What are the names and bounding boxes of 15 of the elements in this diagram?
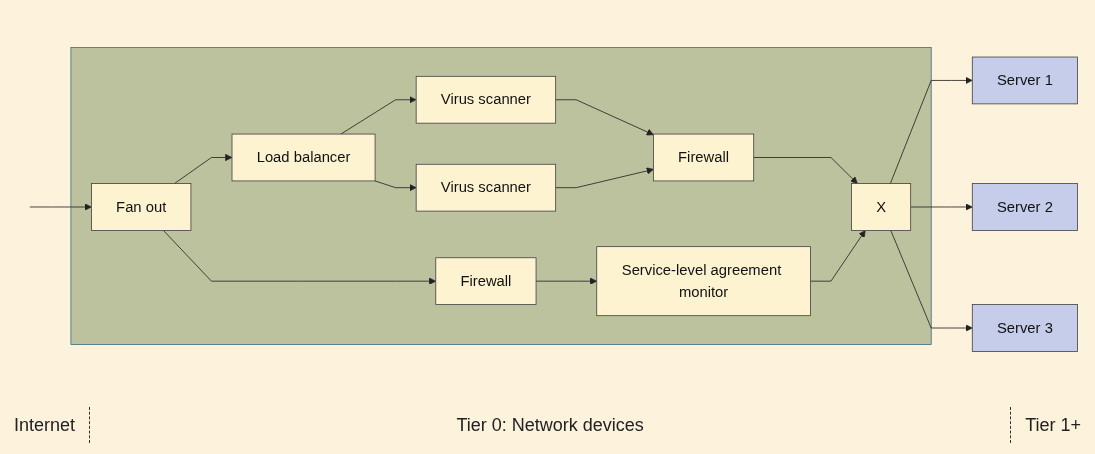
node-box: Server 2 — [971, 183, 1078, 231]
zone-label: Tier 0: Network devices — [455, 414, 645, 436]
node-box: Server 1 — [971, 56, 1078, 105]
node-box: X — [851, 183, 912, 231]
cluster — [70, 47, 932, 345]
node-box: Fan out — [91, 183, 192, 231]
node-box: Firewall — [653, 133, 755, 182]
node-box: Service-level agreement monitor — [596, 246, 811, 317]
node-box: Server 3 — [971, 304, 1078, 352]
node-box: Firewall — [435, 257, 537, 305]
node-box: Virus scanner — [415, 163, 557, 212]
node-box: Load balancer — [231, 133, 376, 182]
node-box: Virus scanner — [415, 75, 557, 124]
zone-label: Internet — [13, 414, 77, 436]
zone-label: Tier 1+ — [1024, 414, 1082, 436]
